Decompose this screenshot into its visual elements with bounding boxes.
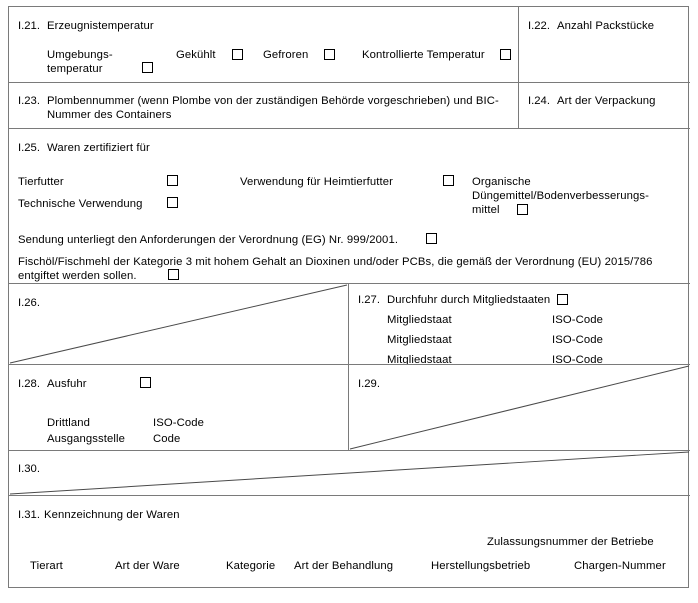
box-i28-row-1-label: Drittland [47, 417, 90, 429]
box-i27-checkbox[interactable] [557, 294, 568, 305]
box-i25-statement-fishoil-checkbox[interactable] [168, 269, 179, 280]
box-i31-column-header-type-of-goods: Art der Ware [115, 560, 180, 572]
box-i24-number: I.24. [528, 95, 550, 107]
box-i23-title-line1: Plombennummer (wenn Plombe von der zustä… [47, 95, 499, 107]
box-i28-number: I.28. [18, 378, 40, 390]
box-i31-identification-of-goods: I.31. Kennzeichnung der Waren Zulassungs… [9, 496, 690, 587]
box-i26-strikethrough-line [9, 284, 348, 364]
box-i30-number: I.30. [18, 463, 40, 475]
box-i25-statement-fishoil-line1: Fischöl/Fischmehl der Kategorie 3 mit ho… [18, 256, 653, 268]
box-i25-option-feed-checkbox[interactable] [167, 175, 178, 186]
box-i29-struck-out: I.29. [349, 365, 690, 451]
box-i25-title: Waren zertifiziert für [47, 142, 150, 154]
box-i21-option-chilled-checkbox[interactable] [232, 49, 243, 60]
box-i31-title: Kennzeichnung der Waren [44, 509, 180, 521]
box-i25-option-technical-label: Technische Verwendung [18, 198, 143, 210]
box-i25-option-fertiliser-checkbox[interactable] [517, 204, 528, 215]
box-i25-number: I.25. [18, 142, 40, 154]
box-i27-row-1-member-state: Mitgliedstaat [387, 314, 452, 326]
box-i21-title: Erzeugnistemperatur [47, 20, 154, 32]
box-i31-number: I.31. [18, 509, 40, 521]
box-i28-checkbox[interactable] [140, 377, 151, 388]
box-i29-number: I.29. [358, 378, 380, 390]
box-i31-column-header-treatment-type: Art der Behandlung [294, 560, 394, 572]
box-i21-option-frozen-label: Gefroren [263, 49, 309, 61]
box-i26-struck-out: I.26. [9, 284, 349, 365]
box-i21-option-frozen-checkbox[interactable] [324, 49, 335, 60]
box-i21-option-controlled-checkbox[interactable] [500, 49, 511, 60]
box-i23-seal-number: I.23. Plombennummer (wenn Plombe von der… [9, 83, 519, 129]
box-i29-strikethrough-line [349, 365, 690, 450]
box-i27-row-3-iso-code: ISO-Code [552, 354, 604, 365]
box-i21-product-temperature: I.21. Erzeugnistemperatur Umgebungs- tem… [9, 7, 519, 83]
box-i27-row-2-iso-code: ISO-Code [552, 334, 604, 346]
certificate-form: I.21. Erzeugnistemperatur Umgebungs- tem… [8, 6, 690, 588]
box-i21-option-controlled-label: Kontrollierte Temperatur [362, 49, 485, 61]
box-i21-option-ambient-label-line1: Umgebungs- [47, 49, 113, 61]
box-i28-row-2-value: Code [153, 433, 181, 445]
box-i25-option-petfood-label: Verwendung für Heimtierfutter [240, 176, 393, 188]
box-i22-number-of-packages: I.22. Anzahl Packstücke [519, 7, 690, 83]
box-i25-option-fertiliser-label-line2: Düngemittel/Bodenverbesserungs- [472, 190, 650, 202]
box-i25-option-fertiliser-label-line3: mittel [472, 204, 500, 216]
box-i27-transit-through-member-states: I.27. Durchfuhr durch Mitgliedstaaten Mi… [349, 284, 690, 365]
box-i27-row-2-member-state: Mitgliedstaat [387, 334, 452, 346]
box-i31-column-header-category: Kategorie [226, 560, 276, 572]
box-i31-column-header-species: Tierart [30, 560, 63, 572]
box-i28-row-2-label: Ausgangsstelle [47, 433, 126, 445]
box-i23-title-line2: Nummer des Containers [47, 109, 172, 121]
box-i27-row-1-iso-code: ISO-Code [552, 314, 604, 326]
box-i28-export: I.28. Ausfuhr Drittland ISO-Code Ausgang… [9, 365, 349, 451]
box-i24-title: Art der Verpackung [557, 95, 656, 107]
box-i22-number: I.22. [528, 20, 550, 32]
box-i25-option-fertiliser-label-line1: Organische [472, 176, 531, 188]
box-i23-number: I.23. [18, 95, 40, 107]
box-i25-option-feed-label: Tierfutter [18, 176, 64, 188]
box-i22-title: Anzahl Packstücke [557, 20, 655, 32]
box-i31-column-header-manufacturing-plant: Herstellungsbetrieb [431, 560, 531, 572]
box-i25-statement-regulation-999-2001-checkbox[interactable] [426, 233, 437, 244]
box-i26-number: I.26. [18, 297, 40, 309]
box-i21-option-ambient-checkbox[interactable] [142, 62, 153, 73]
box-i25-option-technical-checkbox[interactable] [167, 197, 178, 208]
box-i21-option-chilled-label: Gekühlt [176, 49, 216, 61]
box-i25-statement-regulation-999-2001-text: Sendung unterliegt den Anforderungen der… [18, 234, 399, 246]
box-i21-option-ambient-label-line2: temperatur [47, 63, 103, 75]
box-i21-number: I.21. [18, 20, 40, 32]
box-i27-title: Durchfuhr durch Mitgliedstaaten [387, 294, 551, 306]
box-i27-number: I.27. [358, 294, 380, 306]
box-i28-row-1-value: ISO-Code [153, 417, 205, 429]
box-i31-group-header-approval-numbers: Zulassungsnummer der Betriebe [487, 536, 654, 548]
box-i31-column-header-batch-number: Chargen-Nummer [574, 560, 666, 572]
box-i27-row-3-member-state: Mitgliedstaat [387, 354, 452, 365]
box-i25-statement-fishoil-line2: entgiftet werden sollen. [18, 270, 137, 282]
box-i25-option-petfood-checkbox[interactable] [443, 175, 454, 186]
box-i25-goods-certified-for: I.25. Waren zertifiziert für Tierfutter … [9, 129, 690, 284]
box-i24-type-of-packaging: I.24. Art der Verpackung [519, 83, 690, 129]
box-i30-struck-out: I.30. [9, 451, 690, 496]
box-i28-title: Ausfuhr [47, 378, 87, 390]
box-i30-strikethrough-line [9, 451, 690, 495]
